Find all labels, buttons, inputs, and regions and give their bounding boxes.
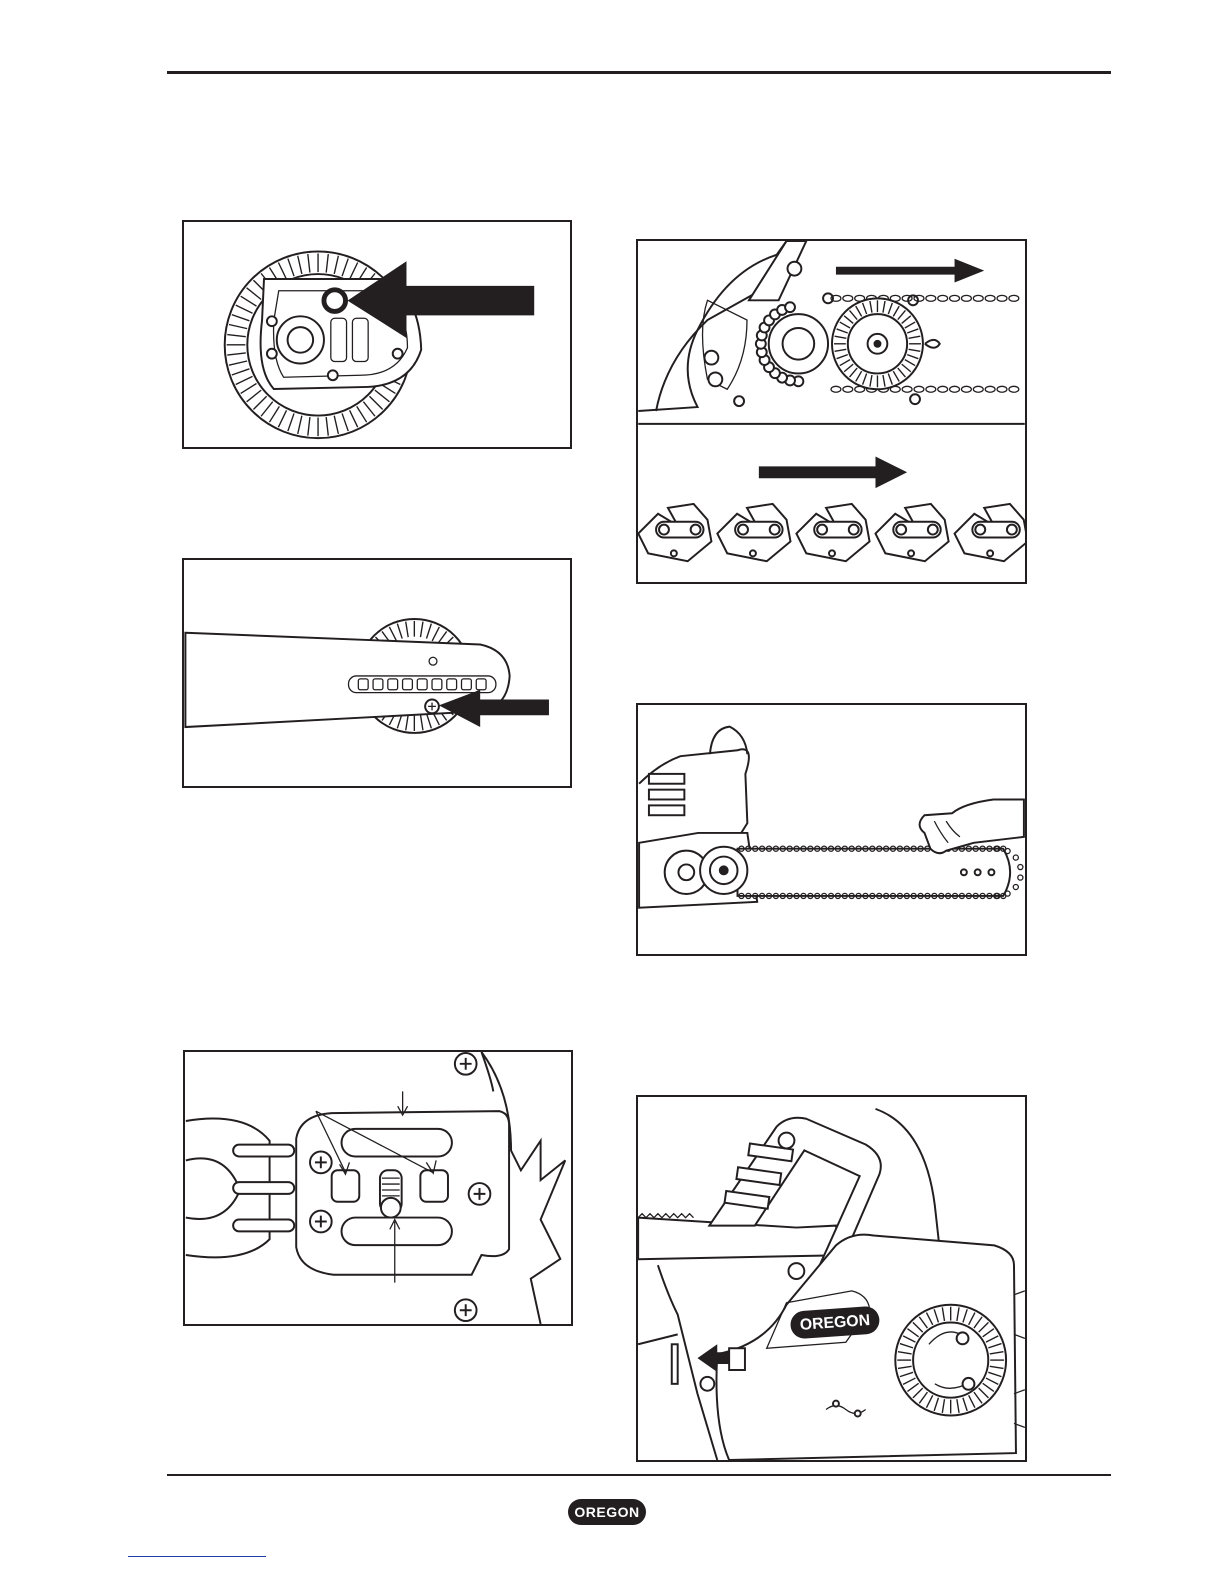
oregon-logo: OREGON	[568, 1499, 646, 1525]
arrow-right-icon	[759, 456, 907, 488]
figure-chain-tension-check	[636, 703, 1027, 956]
footer-rule	[167, 1474, 1111, 1476]
footer-link-underline	[128, 1556, 266, 1557]
alignment-hole-icon	[324, 290, 346, 312]
logo-text: OREGON	[574, 1504, 639, 1520]
figure-sprocket-cover	[182, 220, 572, 449]
sprocket-cover-illustration	[184, 222, 570, 447]
figure-bar-mount	[183, 1050, 573, 1326]
arrow-right-icon	[836, 259, 984, 283]
guide-bar-illustration	[184, 560, 570, 786]
figure-chain-direction	[636, 239, 1027, 584]
header-rule	[167, 71, 1111, 74]
figure-chain-brake: OREGON	[636, 1095, 1027, 1462]
chain-brake-illustration: OREGON	[638, 1097, 1025, 1460]
bar-mount-illustration	[185, 1052, 571, 1324]
figure-guide-bar-adjust	[182, 558, 572, 788]
chain-direction-illustration	[638, 241, 1025, 582]
chain-tension-illustration	[638, 705, 1025, 954]
